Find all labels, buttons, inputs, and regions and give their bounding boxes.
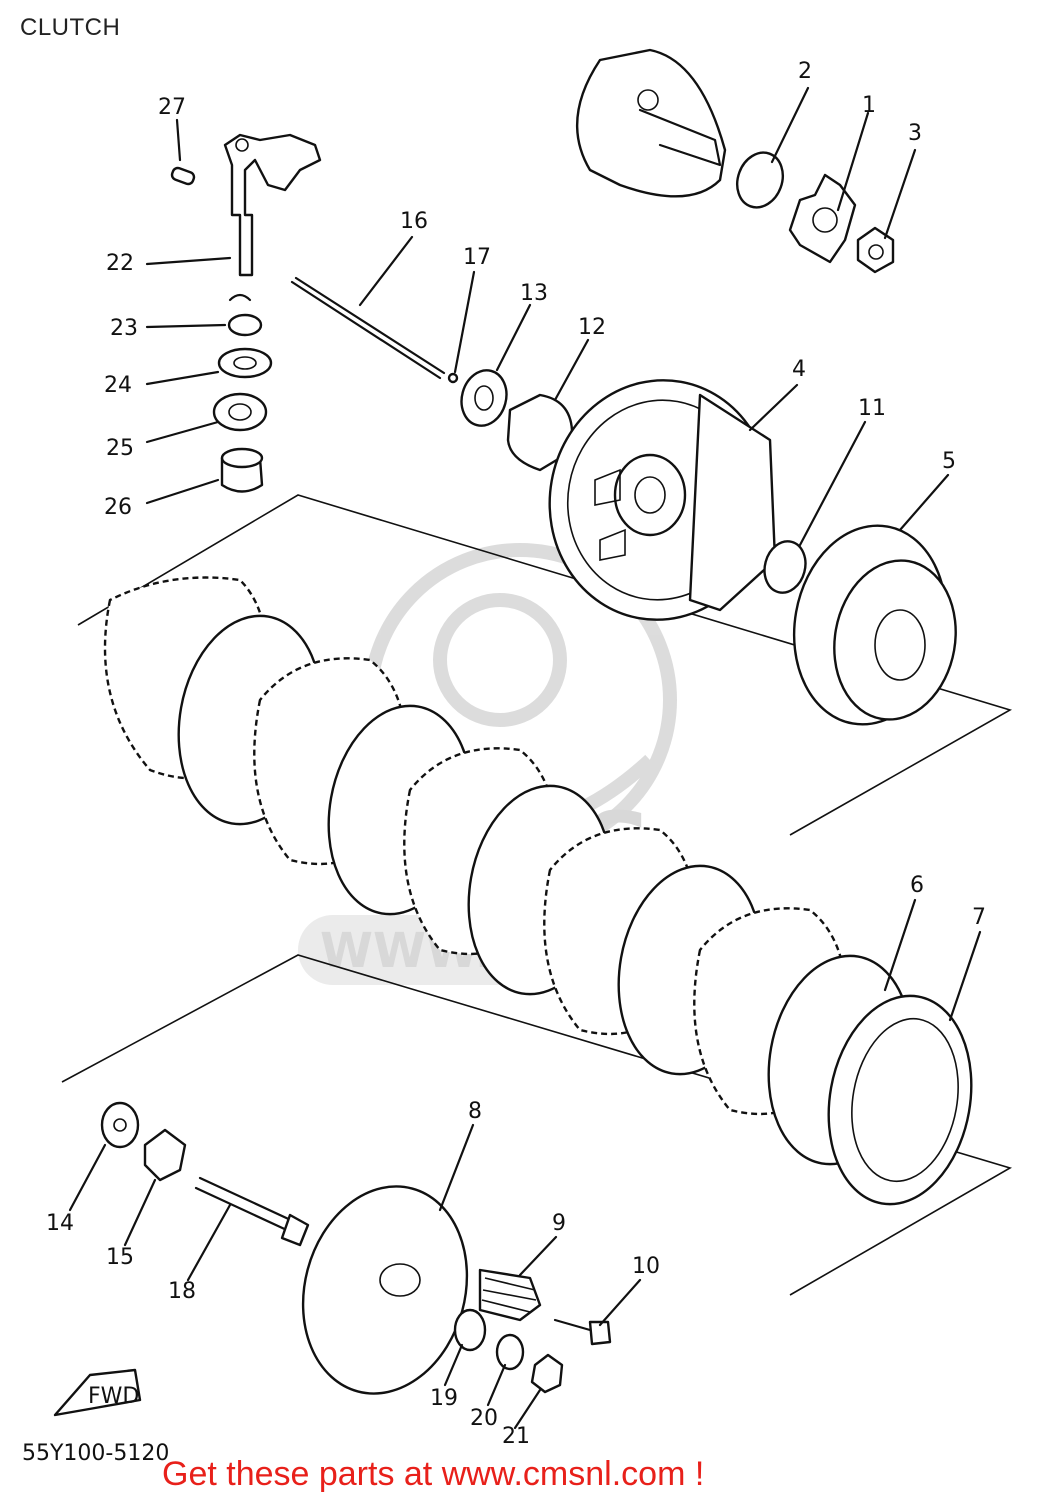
callout-5: 5	[942, 449, 956, 474]
fwd-label: FWD	[88, 1384, 139, 1409]
clutch-plate-stack	[103, 576, 973, 1206]
callout-25: 25	[106, 436, 134, 461]
callout-6: 6	[910, 873, 924, 898]
callout-15: 15	[106, 1245, 134, 1270]
callout-14: 14	[46, 1211, 74, 1236]
callout-leaders	[68, 86, 982, 1430]
clutch-boss	[792, 524, 957, 726]
callout-24: 24	[104, 373, 132, 398]
callout-7: 7	[972, 905, 986, 930]
callout-17: 17	[463, 245, 491, 270]
callout-1: 1	[862, 93, 876, 118]
callout-19: 19	[430, 1386, 458, 1411]
footer-link[interactable]: Get these parts at www.cmsnl.com !	[162, 1455, 705, 1493]
callout-4: 4	[792, 357, 806, 382]
callout-21: 21	[502, 1424, 530, 1449]
push-lever-assembly	[170, 133, 322, 493]
callout-11: 11	[858, 396, 886, 421]
small-hardware	[100, 1101, 612, 1394]
callout-8: 8	[468, 1099, 482, 1124]
page-title: CLUTCH	[20, 14, 121, 41]
callout-3: 3	[908, 121, 922, 146]
callout-23: 23	[110, 316, 138, 341]
thrust-washer	[763, 540, 807, 594]
callout-numbers: 1 2 3 4 5 6 7 8 9 10 11 12 13 14 15 16 1…	[46, 59, 986, 1449]
callout-16: 16	[400, 209, 428, 234]
diagram-code: 55Y100-5120	[22, 1441, 169, 1466]
callout-9: 9	[552, 1211, 566, 1236]
callout-2: 2	[798, 59, 812, 84]
push-rod	[290, 276, 459, 384]
washer-spacer	[460, 369, 574, 472]
callout-18: 18	[168, 1279, 196, 1304]
callout-12: 12	[578, 315, 606, 340]
callout-13: 13	[520, 281, 548, 306]
callout-10: 10	[632, 1254, 660, 1279]
callout-27: 27	[158, 95, 186, 120]
callout-26: 26	[104, 495, 132, 520]
fwd-arrow-icon: FWD	[53, 1368, 142, 1417]
primary-drive-assembly	[575, 48, 895, 274]
callout-22: 22	[106, 251, 134, 276]
pressure-plate	[301, 1185, 469, 1395]
clutch-housing	[548, 379, 777, 621]
callout-20: 20	[470, 1406, 498, 1431]
